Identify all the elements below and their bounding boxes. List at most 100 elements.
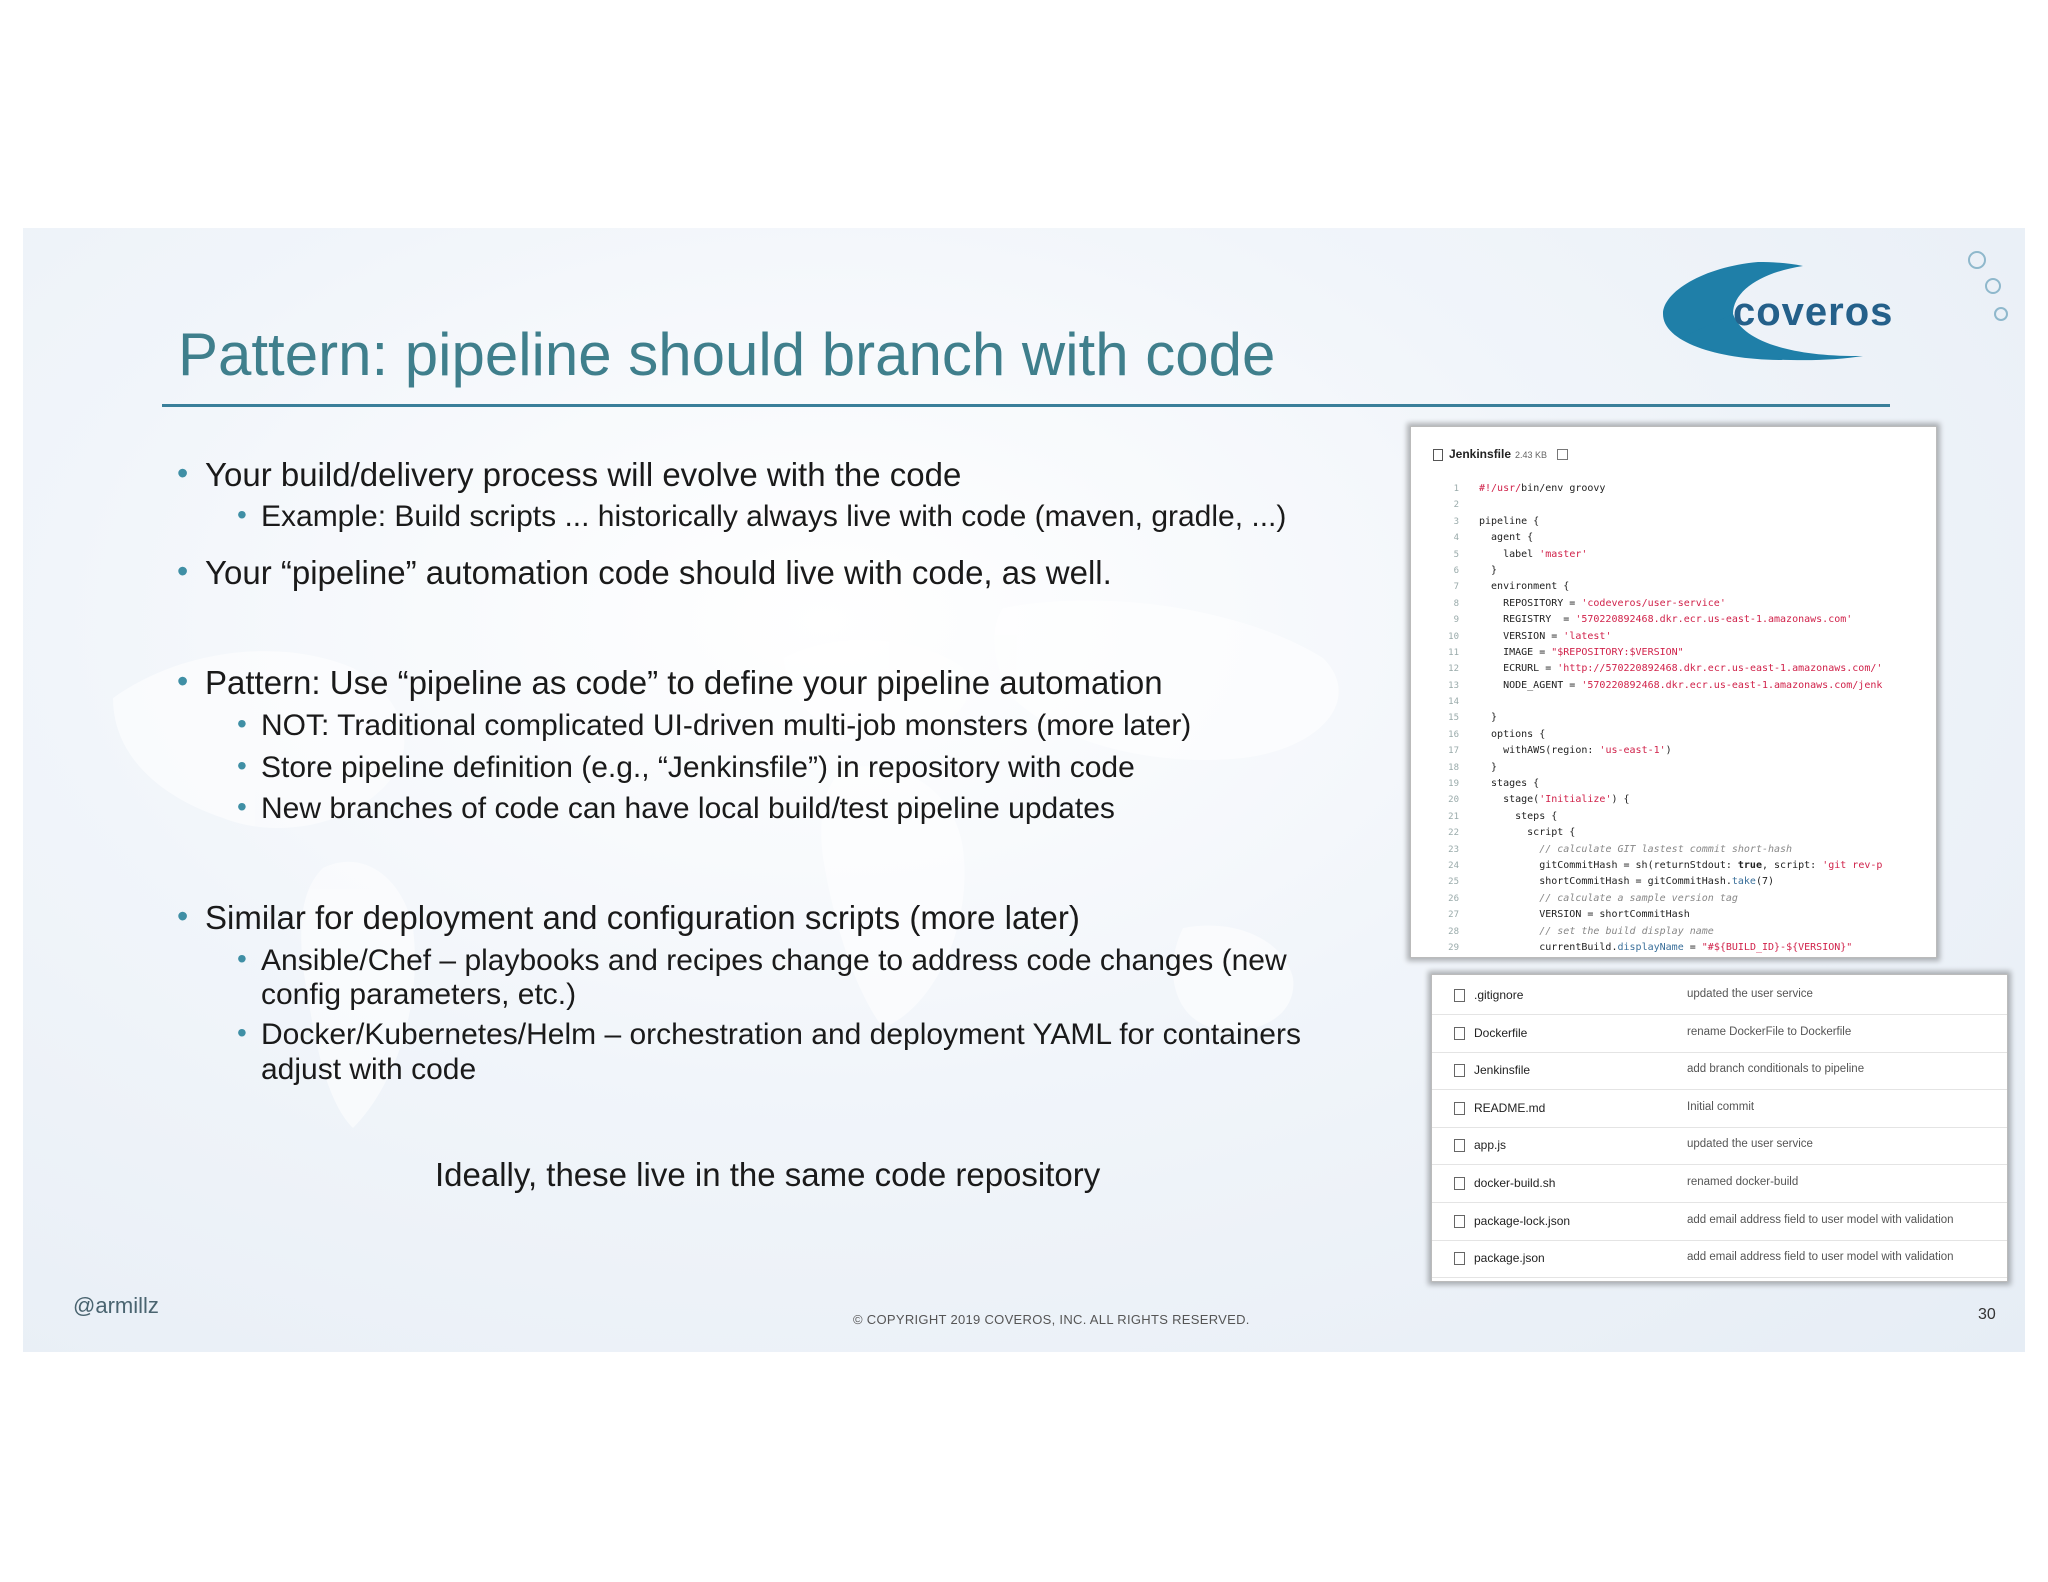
code-line: 24 gitCommitHash = sh(returnStdout: true… <box>1411 858 1936 874</box>
slide-title: Pattern: pipeline should branch with cod… <box>178 321 1276 388</box>
code-text: ECRURL = 'http://570220892468.dkr.ecr.us… <box>1479 663 1883 675</box>
code-line: 26 // calculate a sample version tag <box>1411 891 1936 907</box>
file-row: .gitignore updated the user service <box>1432 977 2007 1015</box>
code-line: 1#!/usr/bin/env groovy <box>1411 481 1936 497</box>
code-line: 4 agent { <box>1411 530 1936 546</box>
line-number: 2 <box>1453 500 1459 511</box>
line-number: 4 <box>1453 533 1459 544</box>
code-line: 16 options { <box>1411 727 1936 743</box>
code-line: 10 VERSION = 'latest' <box>1411 629 1936 645</box>
file-name: docker-build.sh <box>1474 1176 1556 1190</box>
file-icon <box>1454 1026 1465 1040</box>
code-line: 2 <box>1411 497 1936 513</box>
code-line: 15 } <box>1411 710 1936 726</box>
code-line: 8 REPOSITORY = 'codeveros/user-service' <box>1411 596 1936 612</box>
file-icon <box>1454 1064 1465 1078</box>
code-line: 20 stage('Initialize') { <box>1411 792 1936 808</box>
code-line: 12 ECRURL = 'http://570220892468.dkr.ecr… <box>1411 661 1936 677</box>
line-number: 22 <box>1448 828 1459 839</box>
logo-swoosh-lower <box>1683 314 1863 361</box>
logo-drop-1 <box>1968 251 1986 269</box>
code-text: shortCommitHash = gitCommitHash.take(7) <box>1479 876 1775 888</box>
line-number: 23 <box>1448 844 1459 855</box>
bullet-4-1-cont: config parameters, etc.) <box>261 978 577 1011</box>
code-line: 6 } <box>1411 563 1936 579</box>
code-file-size: 2.43 KB <box>1515 450 1548 460</box>
bullet-3-3: •New branches of code can have local bui… <box>237 791 1115 825</box>
file-icon <box>1454 989 1465 1002</box>
line-number: 20 <box>1448 795 1459 806</box>
line-number: 9 <box>1453 615 1459 626</box>
line-number: 17 <box>1448 746 1459 757</box>
line-number: 26 <box>1448 893 1459 904</box>
page-number: 30 <box>1978 1306 1996 1323</box>
file-icon <box>1433 448 1443 461</box>
bullet-dot: • <box>177 553 189 589</box>
file-icon <box>1454 1139 1465 1153</box>
logo-text: coveros <box>1733 290 1893 334</box>
bullet-4-1: •Ansible/Chef – playbooks and recipes ch… <box>237 943 1287 977</box>
file-icon <box>1454 1214 1465 1228</box>
code-text: REGISTRY = '570220892468.dkr.ecr.us-east… <box>1479 614 1853 626</box>
code-text: agent { <box>1479 532 1534 544</box>
line-number: 8 <box>1453 598 1459 609</box>
file-icon <box>1454 1177 1465 1190</box>
code-text: currentBuild.displayName = "#${BUILD_ID}… <box>1479 941 1853 953</box>
code-line: 21 steps { <box>1411 809 1936 825</box>
code-text: gitCommitHash = sh(returnStdout: true, s… <box>1479 859 1883 871</box>
coveros-logo: coveros <box>1663 251 2008 361</box>
code-line: 18 } <box>1411 760 1936 776</box>
world-map-watermark <box>113 600 1339 1128</box>
title-rule <box>162 404 1890 407</box>
commit-message: updated the user service <box>1687 1138 1813 1151</box>
line-number: 24 <box>1448 860 1459 871</box>
code-text: } <box>1479 761 1498 773</box>
code-line: 29 currentBuild.displayName = "#${BUILD_… <box>1411 940 1936 956</box>
file-name: package.json <box>1474 1251 1545 1266</box>
line-number: 11 <box>1448 647 1459 658</box>
bullet-dot: • <box>237 750 247 781</box>
code-line: 27 VERSION = shortCommitHash <box>1411 907 1936 923</box>
code-line: 11 IMAGE = "$REPOSITORY:$VERSION" <box>1411 645 1936 661</box>
center-note: Ideally, these live in the same code rep… <box>435 1156 1101 1193</box>
slide: coveros Pattern: pipeline should branch … <box>23 228 2025 1352</box>
bullet-dot: • <box>237 708 247 739</box>
code-line: 5 label 'master' <box>1411 547 1936 563</box>
code-text: // calculate GIT lastest commit short-ha… <box>1539 843 1793 855</box>
file-name: Jenkinsfile <box>1474 1063 1531 1078</box>
code-line: 13 NODE_AGENT = '570220892468.dkr.ecr.us… <box>1411 678 1936 694</box>
code-text: } <box>1479 712 1498 724</box>
copy-icon <box>1557 449 1569 461</box>
bullet-dot: • <box>237 1017 247 1048</box>
line-number: 16 <box>1448 729 1459 740</box>
line-number: 25 <box>1448 877 1459 888</box>
bullet-3-2: •Store pipeline definition (e.g., “Jenki… <box>237 750 1135 784</box>
logo-drop-2 <box>1985 278 2001 294</box>
line-number: 14 <box>1448 697 1459 708</box>
footer-handle: @armillz <box>73 1293 159 1318</box>
line-number: 10 <box>1448 631 1459 642</box>
bullet-dot: • <box>177 663 189 699</box>
bullet-dot: • <box>177 455 189 491</box>
file-row: Jenkinsfile add branch conditionals to pi… <box>1432 1052 2007 1091</box>
line-number: 21 <box>1448 811 1459 822</box>
line-number: 29 <box>1448 942 1459 953</box>
commit-message: add branch conditionals to pipeline <box>1687 1063 1865 1076</box>
code-text: steps { <box>1479 810 1558 822</box>
code-text: // set the build display name <box>1539 925 1714 937</box>
commit-message: renamed docker-build <box>1687 1176 1799 1188</box>
line-number: 19 <box>1448 779 1459 790</box>
code-text: VERSION = 'latest' <box>1479 630 1612 642</box>
code-text: VERSION = shortCommitHash <box>1479 909 1690 921</box>
line-number: 12 <box>1448 664 1459 675</box>
commit-message: updated the user service <box>1687 988 1813 1000</box>
code-text: environment { <box>1479 581 1570 593</box>
line-number: 18 <box>1448 762 1459 773</box>
file-icon <box>1454 1101 1465 1115</box>
file-name: .gitignore <box>1474 988 1524 1002</box>
bullet-dot: • <box>237 943 247 974</box>
